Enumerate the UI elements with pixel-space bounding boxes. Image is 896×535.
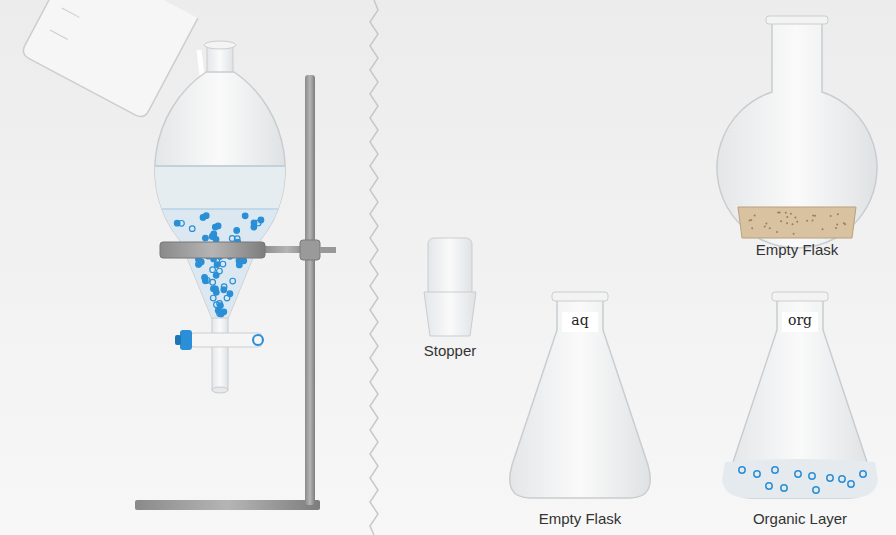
flask-tag: aq [571, 312, 588, 328]
stopper-label: Stopper [424, 342, 477, 359]
erlenmeyer-flask [722, 292, 878, 498]
erlenmeyer-flask [510, 292, 651, 498]
flask-tag: org [788, 312, 812, 328]
layer-label: Organic Layer [753, 510, 847, 527]
flask-label: Empty Flask [539, 510, 622, 527]
beaker [20, 0, 198, 120]
stopper [424, 238, 476, 336]
flask-label: Empty Flask [756, 241, 839, 258]
divider [370, 0, 378, 535]
round-bottom-flask [717, 16, 877, 248]
clamp-ring [160, 240, 336, 260]
